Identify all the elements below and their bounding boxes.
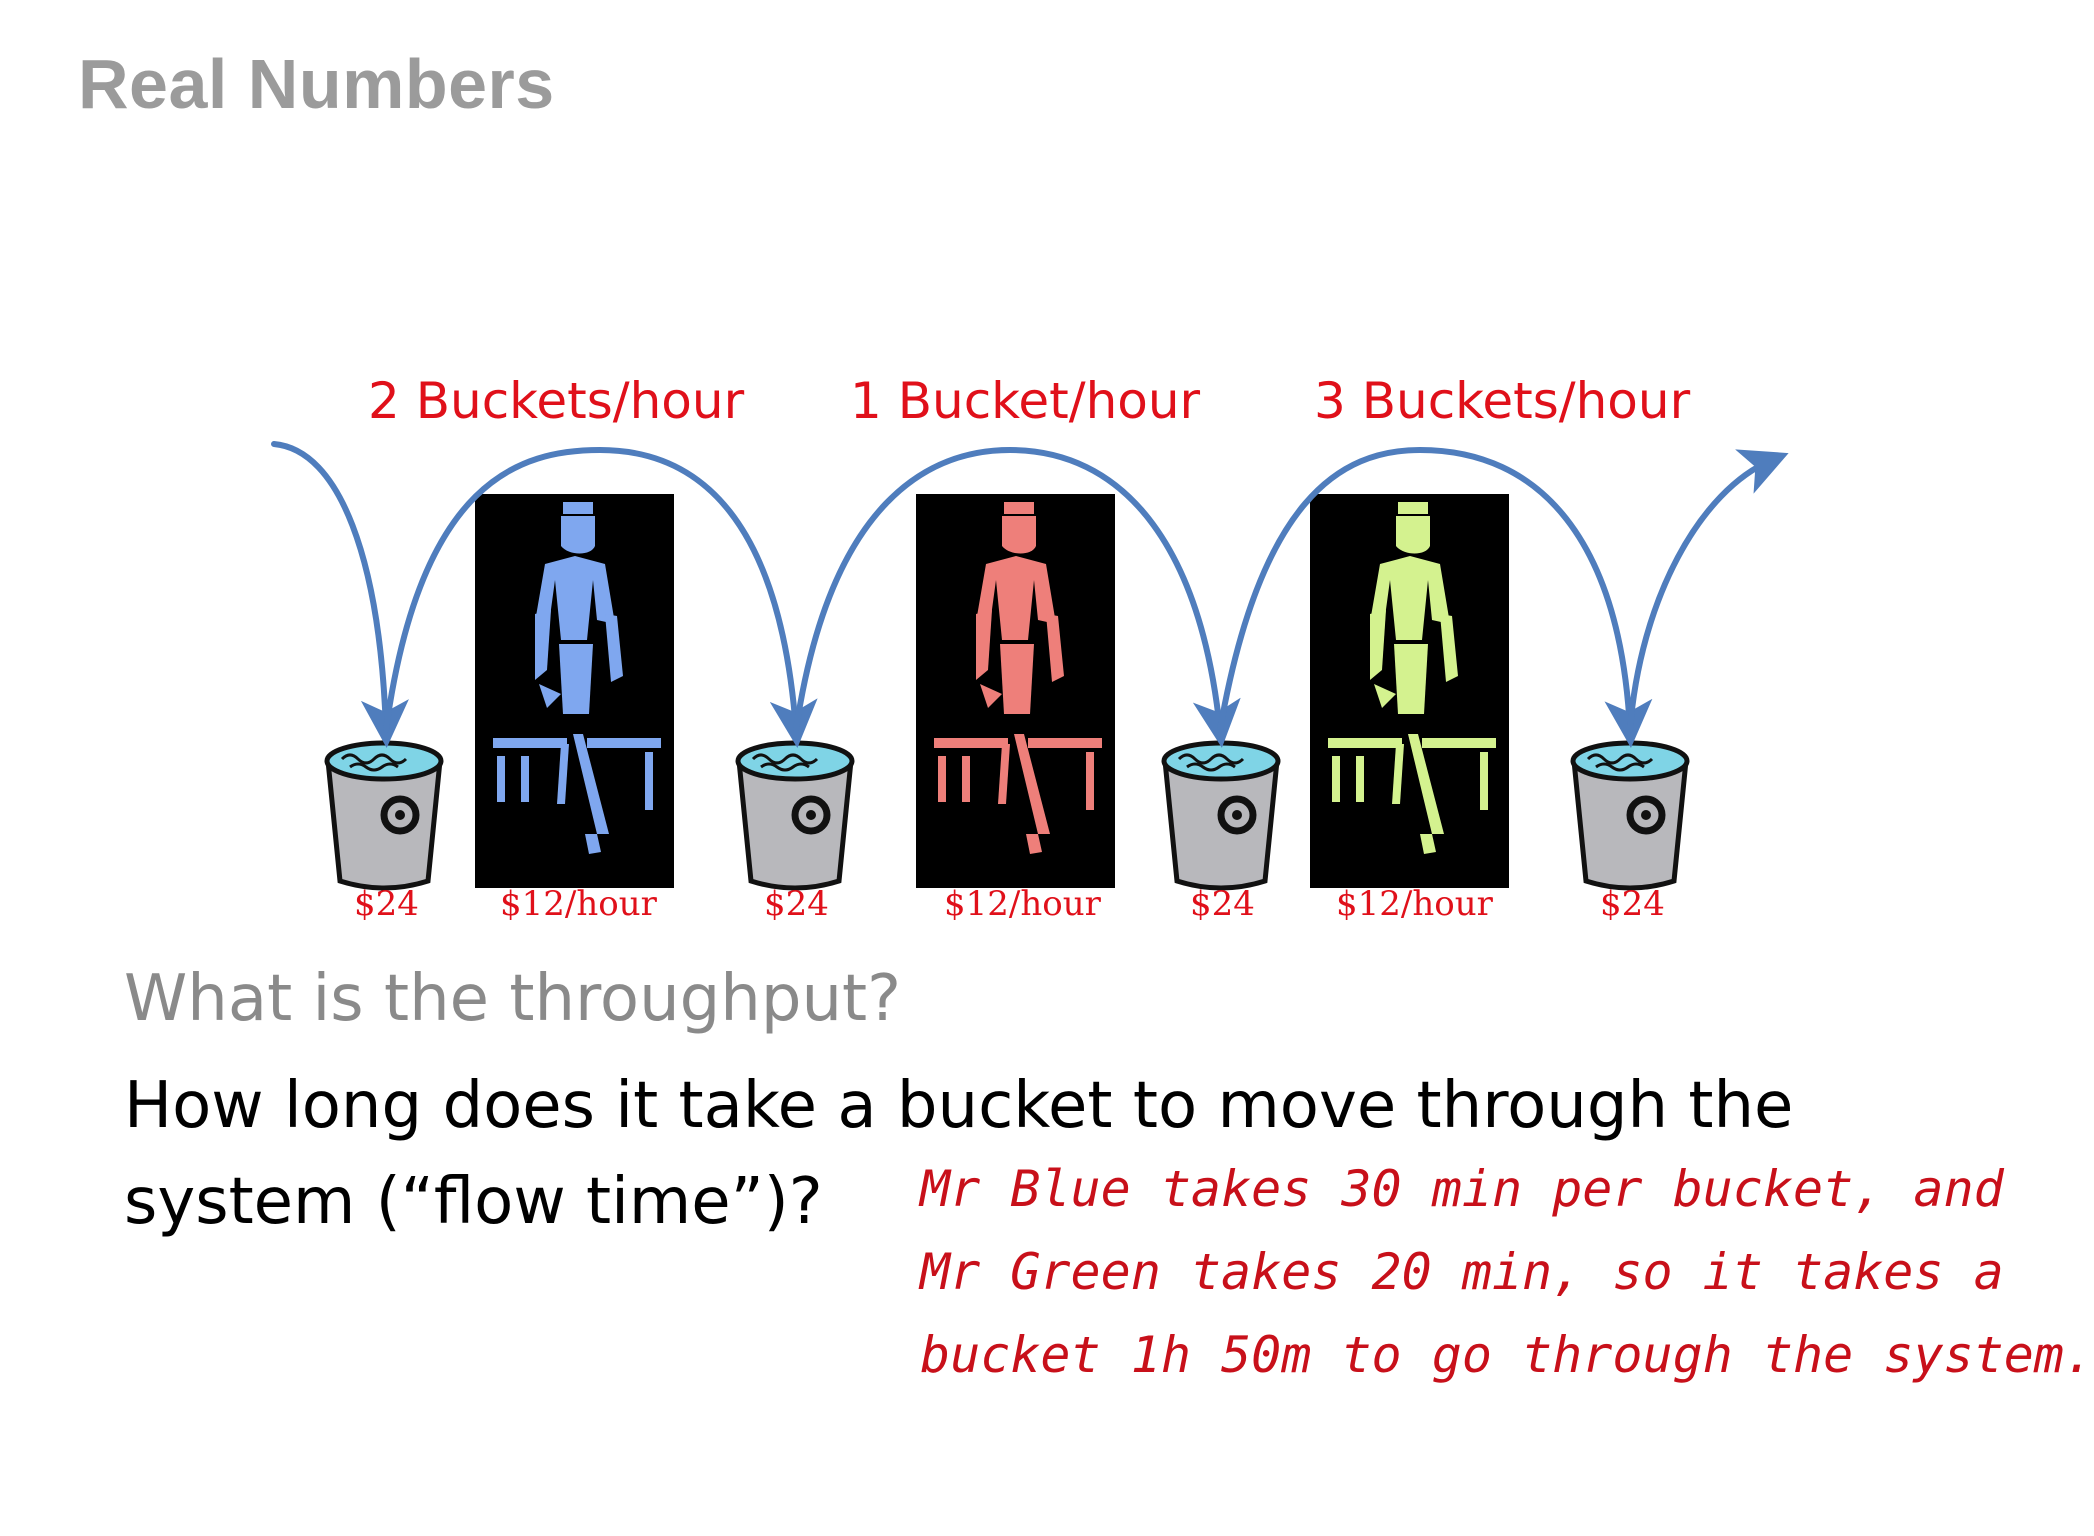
flow-time-question-line1: How long does it take a bucket to move t… [124, 1069, 1794, 1143]
rate-label-blue: 2 Buckets/hour [368, 372, 745, 430]
bucket-icon [322, 735, 446, 895]
worker-blue-image [475, 494, 674, 888]
handwritten-answer-line3: bucket 1h 50m to go through the system. [920, 1326, 2094, 1384]
worker-wage-green: $12/hour [1336, 884, 1493, 924]
worker-silhouette-icon [1328, 502, 1496, 854]
throughput-question: What is the throughput? [124, 962, 902, 1036]
bucket-icon [1159, 735, 1283, 895]
flow-arrow-1 [383, 446, 818, 748]
flow-arrow-out [1627, 449, 1789, 733]
flow-arrow-in [271, 441, 409, 748]
flow-arrows [271, 441, 1789, 748]
flow-time-question: How long does it take a bucket to move t… [124, 1058, 1904, 1250]
handwritten-answer-line1: Mr Blue takes 30 min per bucket, and [920, 1160, 2004, 1218]
worker-silhouette-icon [934, 502, 1102, 854]
flow-arrow-2 [793, 446, 1241, 748]
bucket-cost-2: $24 [764, 884, 829, 924]
worker-red-image [916, 494, 1115, 888]
bucket-cost-4: $24 [1600, 884, 1665, 924]
handwritten-answer: Mr Blue takes 30 min per bucket, and Mr … [920, 1148, 2094, 1397]
bucket-cost-1: $24 [354, 884, 419, 924]
bucket-cost-3: $24 [1190, 884, 1255, 924]
worker-wage-blue: $12/hour [500, 884, 657, 924]
slide-title: Real Numbers [78, 45, 555, 123]
bucket-icon [1568, 735, 1692, 895]
worker-green-image [1310, 494, 1509, 888]
rate-label-green: 3 Buckets/hour [1314, 372, 1691, 430]
bucket-icon [733, 735, 857, 895]
flow-time-question-line2: system (“flow time”)? [124, 1165, 823, 1239]
worker-wage-red: $12/hour [944, 884, 1101, 924]
handwritten-answer-line2: Mr Green takes 20 min, so it takes a [920, 1243, 2004, 1301]
flow-arrow-3 [1217, 446, 1653, 748]
worker-silhouette-icon [493, 502, 661, 854]
rate-label-red: 1 Bucket/hour [850, 372, 1201, 430]
